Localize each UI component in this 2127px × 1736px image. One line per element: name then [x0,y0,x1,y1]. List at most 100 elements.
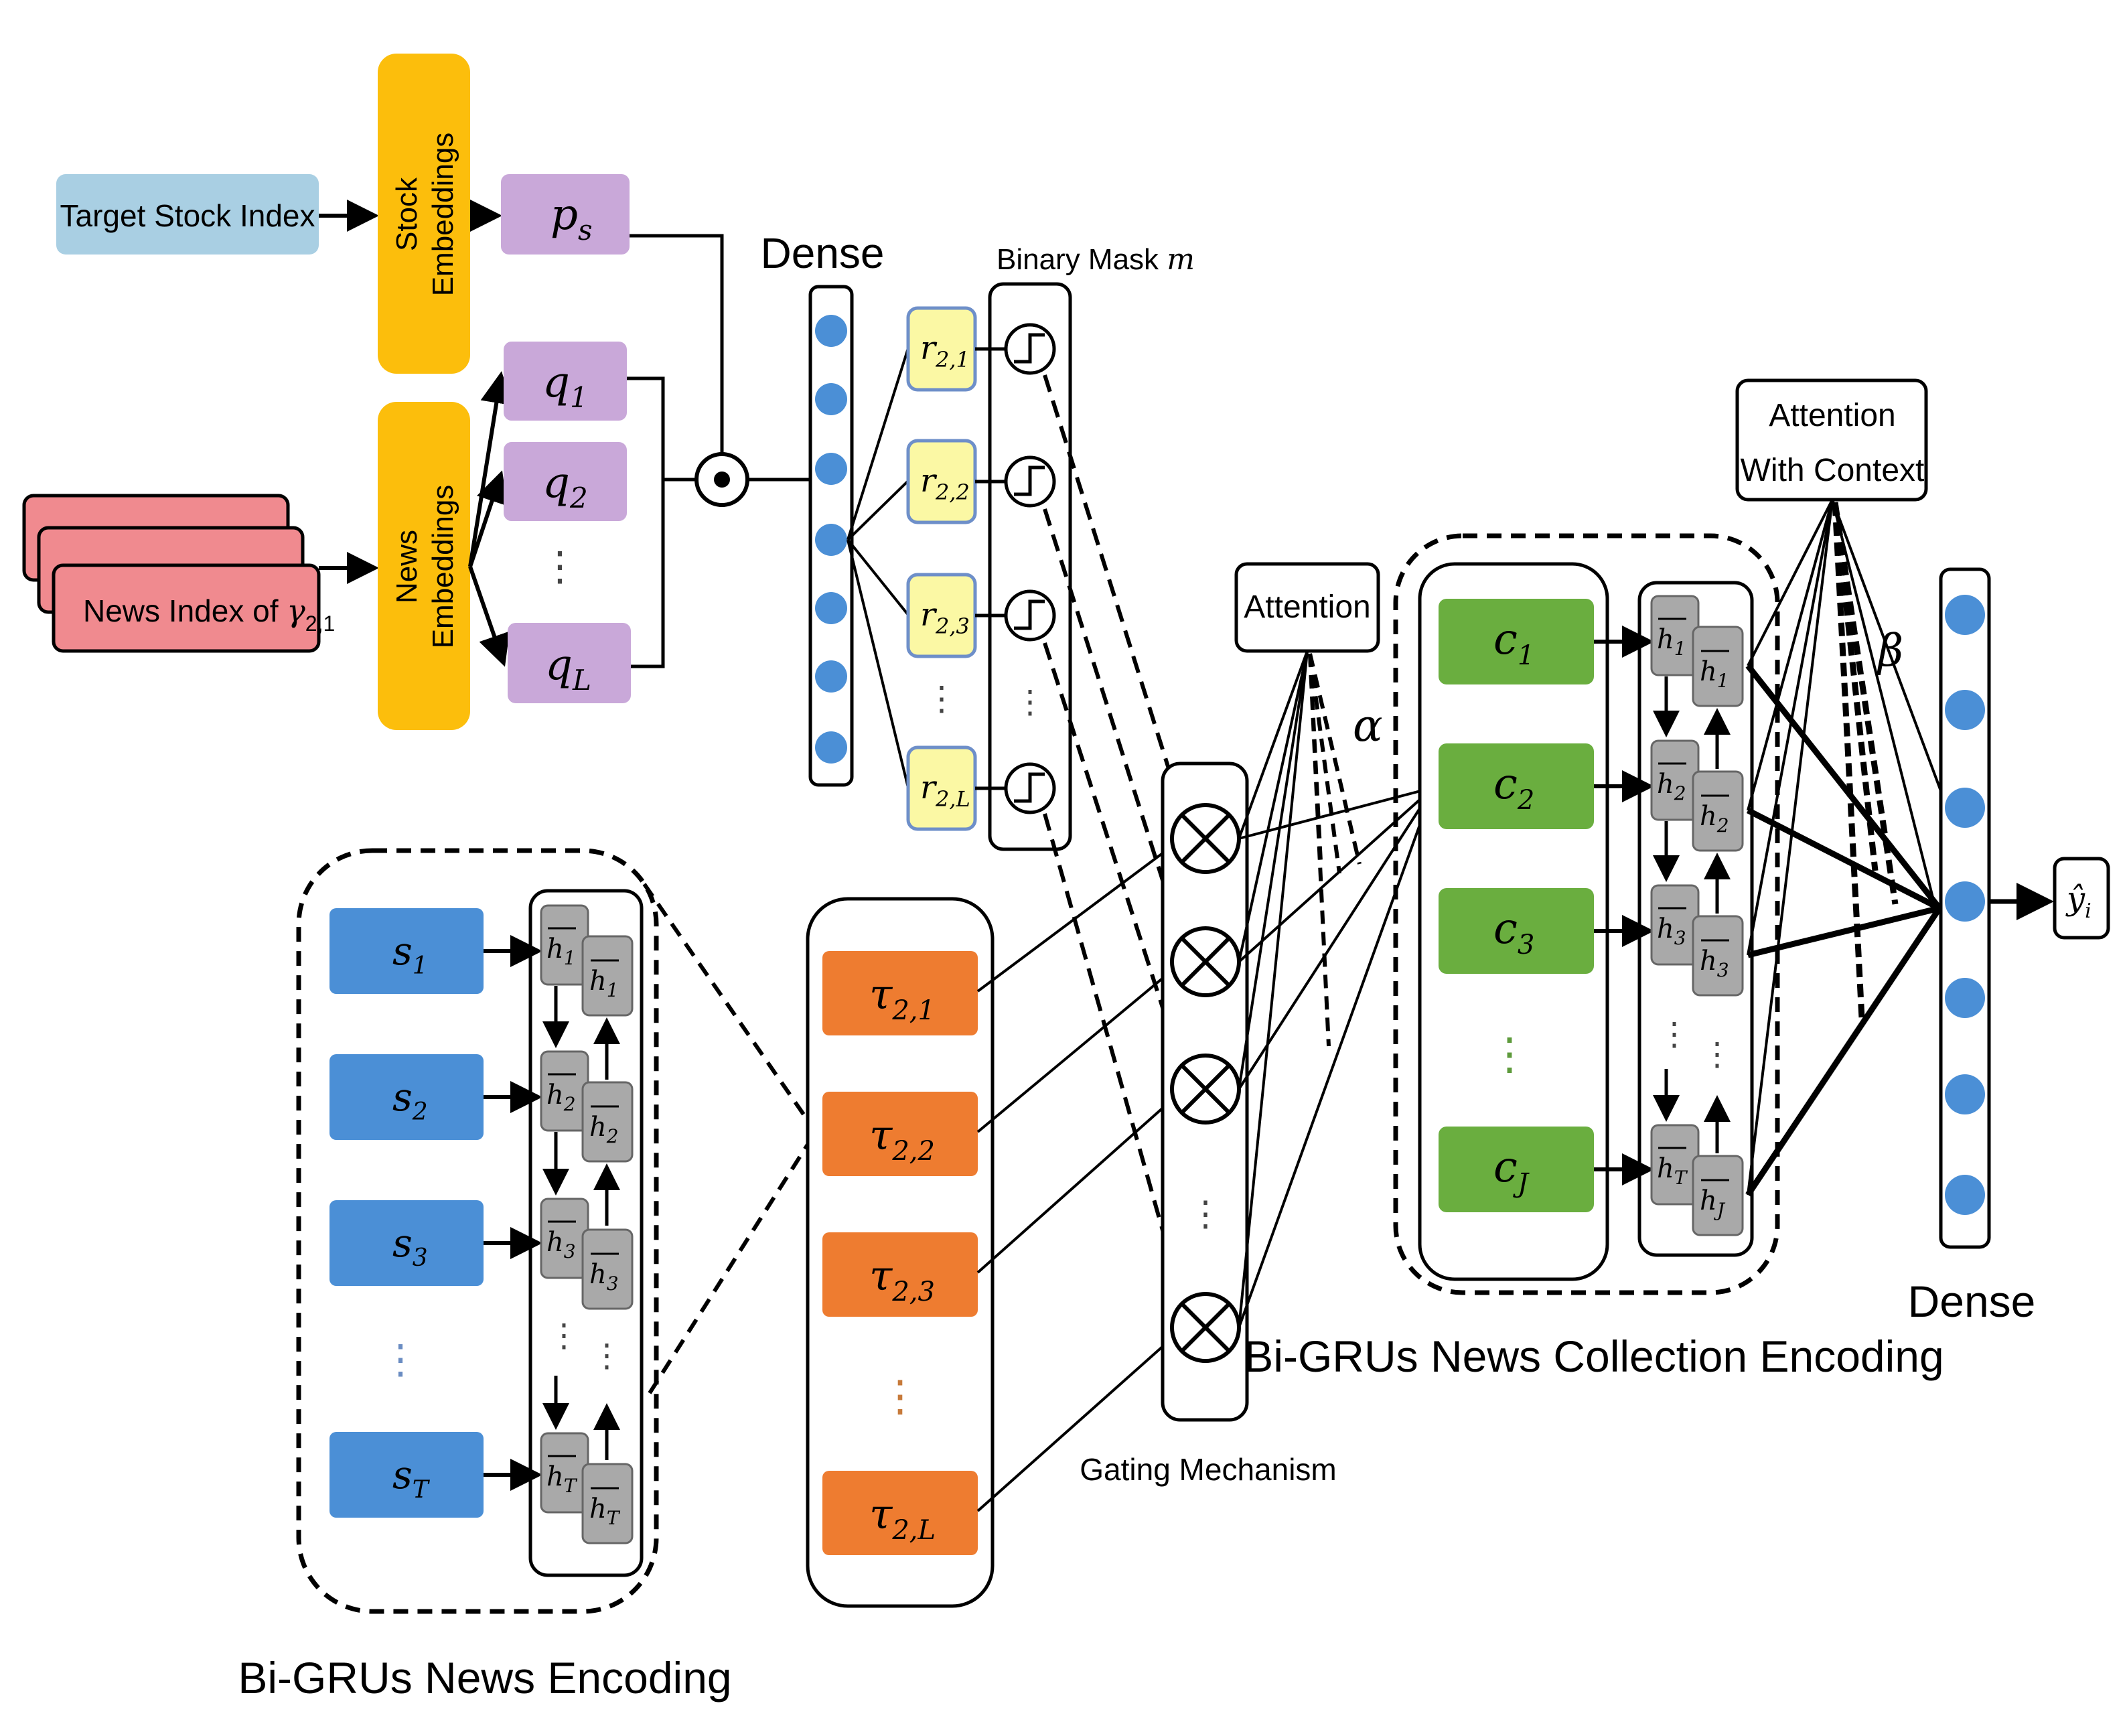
c-node-2 [1439,743,1594,829]
dense-top-neuron [815,731,847,764]
tau-node-1 [822,951,978,1035]
r-vdots: ⋮ [925,680,958,717]
c-node-J [1439,1127,1594,1212]
s-label-T: sT [392,1452,431,1504]
backward-hidden-cell [1692,915,1744,997]
dense-right-neuron [1945,1074,1985,1114]
tau-node-L [822,1471,978,1555]
c-to-hidden-arrows [1594,626,1654,1185]
hidden-to-attention-context-lines [1747,499,1957,1196]
tau-vdots: ⋮ [879,1372,922,1420]
tau-node-2 [822,1092,978,1176]
dense-right-neuron [1945,595,1985,635]
dense-right-neuron [1945,978,1985,1018]
dense-to-r-lines [847,348,909,788]
r-label-3: r2,3 [920,596,970,639]
dense-right-neurons [1945,595,1985,1215]
dense-right-neuron [1945,690,1985,730]
c-node-3 [1439,888,1594,974]
target-stock-index-box [56,174,319,255]
c-node-1 [1439,599,1594,684]
attention-context-label-1: Attention [1769,398,1895,433]
attention-label: Attention [1244,589,1370,625]
backward-hidden-cell [1692,770,1744,852]
dense-top-neuron [815,524,847,556]
s-to-hidden-arrows [484,935,542,1491]
ps-vector [501,174,630,255]
s-node-2 [329,1054,484,1140]
arrow-emb-to-q1 [468,371,513,567]
s-node-3 [329,1200,484,1286]
output-label: ŷi [2065,880,2092,923]
dense-top-label: Dense [761,229,885,277]
collection-vdots-forward: ⋮ [1658,1017,1690,1052]
tau-label-2: τ2,2 [869,1110,935,1167]
dense-top-neuron [815,453,847,485]
hidden-vdots-forward: ⋮ [548,1318,580,1354]
s-vdots: ⋮ [380,1337,421,1382]
attention-beta-dashed [1832,502,1899,1019]
news-encoding-dashed-region [296,848,659,1614]
backward-h-label: hJ [1700,1185,1726,1221]
tau-label-1: τ2,1 [869,970,935,1026]
step-glyphs [1014,333,1045,803]
collection-encoding-dashed-region [1393,533,1780,1295]
news-embeddings-label-2: Embeddings [427,485,459,649]
arrow-emb-to-qL [468,566,510,667]
ps-label: ps [551,190,593,246]
backward-hidden-cell [581,1081,634,1163]
c-vdots: ⋮ [1487,1029,1532,1078]
ps-to-product-line [630,234,724,453]
backward-hidden-cell [581,1463,634,1544]
backward-h-label: h2 [589,1112,619,1147]
binary-mask-label: Binary Mask m [997,242,1195,277]
target-stock-index-label: Target Stock Index [60,198,315,233]
mask-links [975,347,1006,790]
s-node-T [329,1432,484,1518]
qL-vector [508,623,631,703]
q1-vector [504,342,627,421]
qL-label: qL [545,640,591,697]
stock-embeddings-label-2: Embeddings [427,133,459,297]
gate-to-c-lines [1238,786,1435,1328]
arrow-emb-to-q2 [468,470,508,567]
collection-hidden-cells [1650,595,1744,1236]
dense-right-neuron [1945,881,1985,922]
q2-vector [504,442,627,521]
news-index-box [52,563,321,653]
news-embeddings-box [378,402,470,730]
q-vdots: ⋮ [540,544,580,589]
dense-right-label: Dense [1908,1277,2036,1326]
attention-context-label-2: With Context [1741,453,1925,488]
q-bracket [627,376,665,668]
mask-vdots: ⋮ [1014,684,1046,720]
dense-top-neurons [815,315,847,764]
gate-to-attention-lines [1238,650,1309,1328]
backward-h-label: h3 [1700,946,1729,981]
collection-recurrent-arrows [1653,676,1731,1153]
stock-embeddings-box [378,54,470,374]
collection-direction-bars [1658,618,1729,1181]
alpha-label: α [1353,700,1383,751]
q1-label: q1 [542,358,588,414]
attention-alpha-dashed [1308,653,1362,1047]
beta-label: β [1876,625,1903,676]
s-label-1: s1 [392,928,428,980]
stock-embeddings-label-1: Stock [390,177,423,251]
collection-vdots-backward: ⋮ [1701,1037,1733,1072]
backward-h-label: h2 [1700,801,1729,837]
news-encoding-recurrent-arrows [542,986,620,1460]
news-encoding-direction-bars [548,927,619,1490]
dense-top-neuron [815,383,847,415]
s-label-3: s3 [392,1220,428,1272]
gating-mechanism-label: Gating Mechanism [1080,1452,1337,1487]
hidden-vdots-backward: ⋮ [591,1338,623,1374]
r-label-1: r2,1 [920,330,970,372]
r-label-2: r2,2 [920,462,970,505]
forward-h-label: h3 [1657,914,1686,949]
s-node-1 [329,908,484,994]
backward-hidden-cell [581,935,634,1017]
tau-label-L: τ2,L [869,1490,936,1546]
zoom-dashed-lines [642,883,818,1394]
